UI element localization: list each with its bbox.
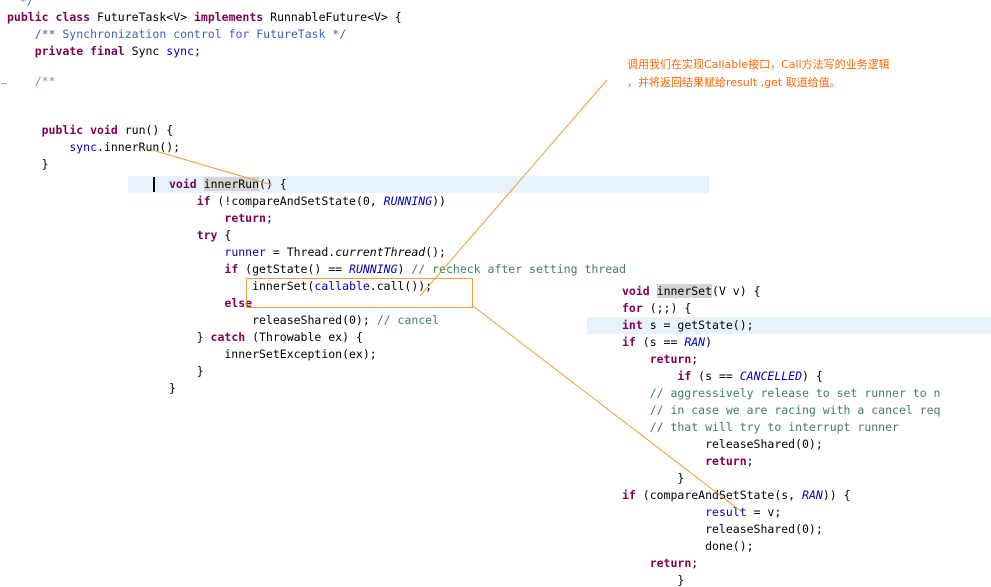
code-line: runner = Thread.currentThread(); bbox=[224, 245, 446, 259]
current-line-highlight-right bbox=[587, 317, 991, 334]
code-line: if (getState() == RUNNING) // recheck af… bbox=[224, 262, 626, 276]
code-line: try { bbox=[196, 228, 232, 242]
annotation-note-line2: ，并将返回结果赋给result ,get 取道给值。 bbox=[627, 76, 841, 89]
code-line: } bbox=[169, 364, 204, 378]
code-line: releaseShared(0); bbox=[622, 437, 823, 451]
arrow-note-to-call bbox=[419, 79, 608, 297]
code-line: return; bbox=[649, 556, 699, 570]
code-line: } bbox=[622, 471, 685, 485]
code-line: for (;;) { bbox=[622, 301, 692, 315]
code-line: public void run() { bbox=[41, 123, 174, 137]
fold-marker bbox=[1, 83, 7, 84]
code-line: if (s == RAN) bbox=[622, 335, 713, 349]
code-line: return; bbox=[649, 352, 699, 366]
code-line: void innerRun() { bbox=[169, 177, 287, 191]
code-line: else bbox=[224, 296, 253, 310]
code-line: // aggressively release to set runner to… bbox=[622, 386, 941, 400]
code-line: releaseShared(0); // cancel bbox=[169, 313, 440, 327]
code-line: } bbox=[169, 381, 176, 395]
code-line: void innerSet(V v) { bbox=[622, 284, 761, 298]
code-line: if (s == CANCELLED) { bbox=[677, 369, 823, 383]
code-line: } bbox=[7, 157, 49, 171]
code-line: } bbox=[622, 573, 685, 587]
arrow-innerSet-to-result bbox=[472, 305, 743, 513]
code-line: // in case we are racing with a cancel r… bbox=[622, 403, 941, 417]
code-line: result = v; bbox=[705, 505, 782, 519]
current-line-highlight-left bbox=[128, 176, 709, 193]
code-line: if (compareAndSetState(s, RAN)) { bbox=[622, 488, 851, 502]
code-line: } catch (Throwable ex) { bbox=[169, 330, 363, 344]
arrow-run-to-innerRun bbox=[151, 149, 273, 186]
code-line: innerSet(callable.call()); bbox=[169, 279, 433, 293]
callable-call-highlight-box bbox=[246, 278, 473, 308]
code-line: releaseShared(0); bbox=[622, 522, 823, 536]
code-line: /** bbox=[7, 74, 56, 88]
annotation-note-line1: 调用我们在实现Callable接口，Call方法写的业务逻辑 bbox=[627, 58, 890, 71]
code-line: /** Synchronization control for FutureTa… bbox=[7, 27, 347, 41]
code-line: if (!compareAndSetState(0, RUNNING)) bbox=[196, 194, 446, 208]
code-line: public class FutureTask<V> implements Ru… bbox=[7, 10, 402, 24]
code-line: private final Sync sync; bbox=[34, 44, 201, 58]
code-line: return; bbox=[705, 454, 754, 468]
code-line: int s = getState(); bbox=[622, 318, 754, 332]
code-line: // that will try to interrupt runner bbox=[622, 420, 899, 434]
code-line: */ bbox=[6, 0, 34, 8]
code-line: done(); bbox=[622, 539, 754, 553]
code-line: return; bbox=[224, 211, 273, 225]
code-line: sync.innerRun(); bbox=[69, 140, 181, 154]
code-line: innerSetException(ex); bbox=[169, 347, 377, 361]
text-caret bbox=[153, 177, 155, 192]
